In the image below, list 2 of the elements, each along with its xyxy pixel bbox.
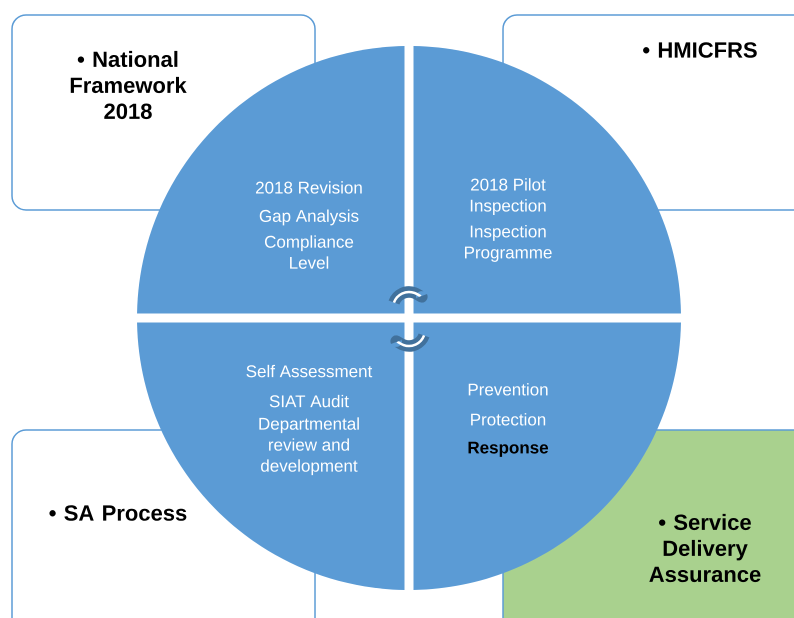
- curved-arrow: [390, 333, 430, 352]
- curved-arrow: [388, 286, 428, 305]
